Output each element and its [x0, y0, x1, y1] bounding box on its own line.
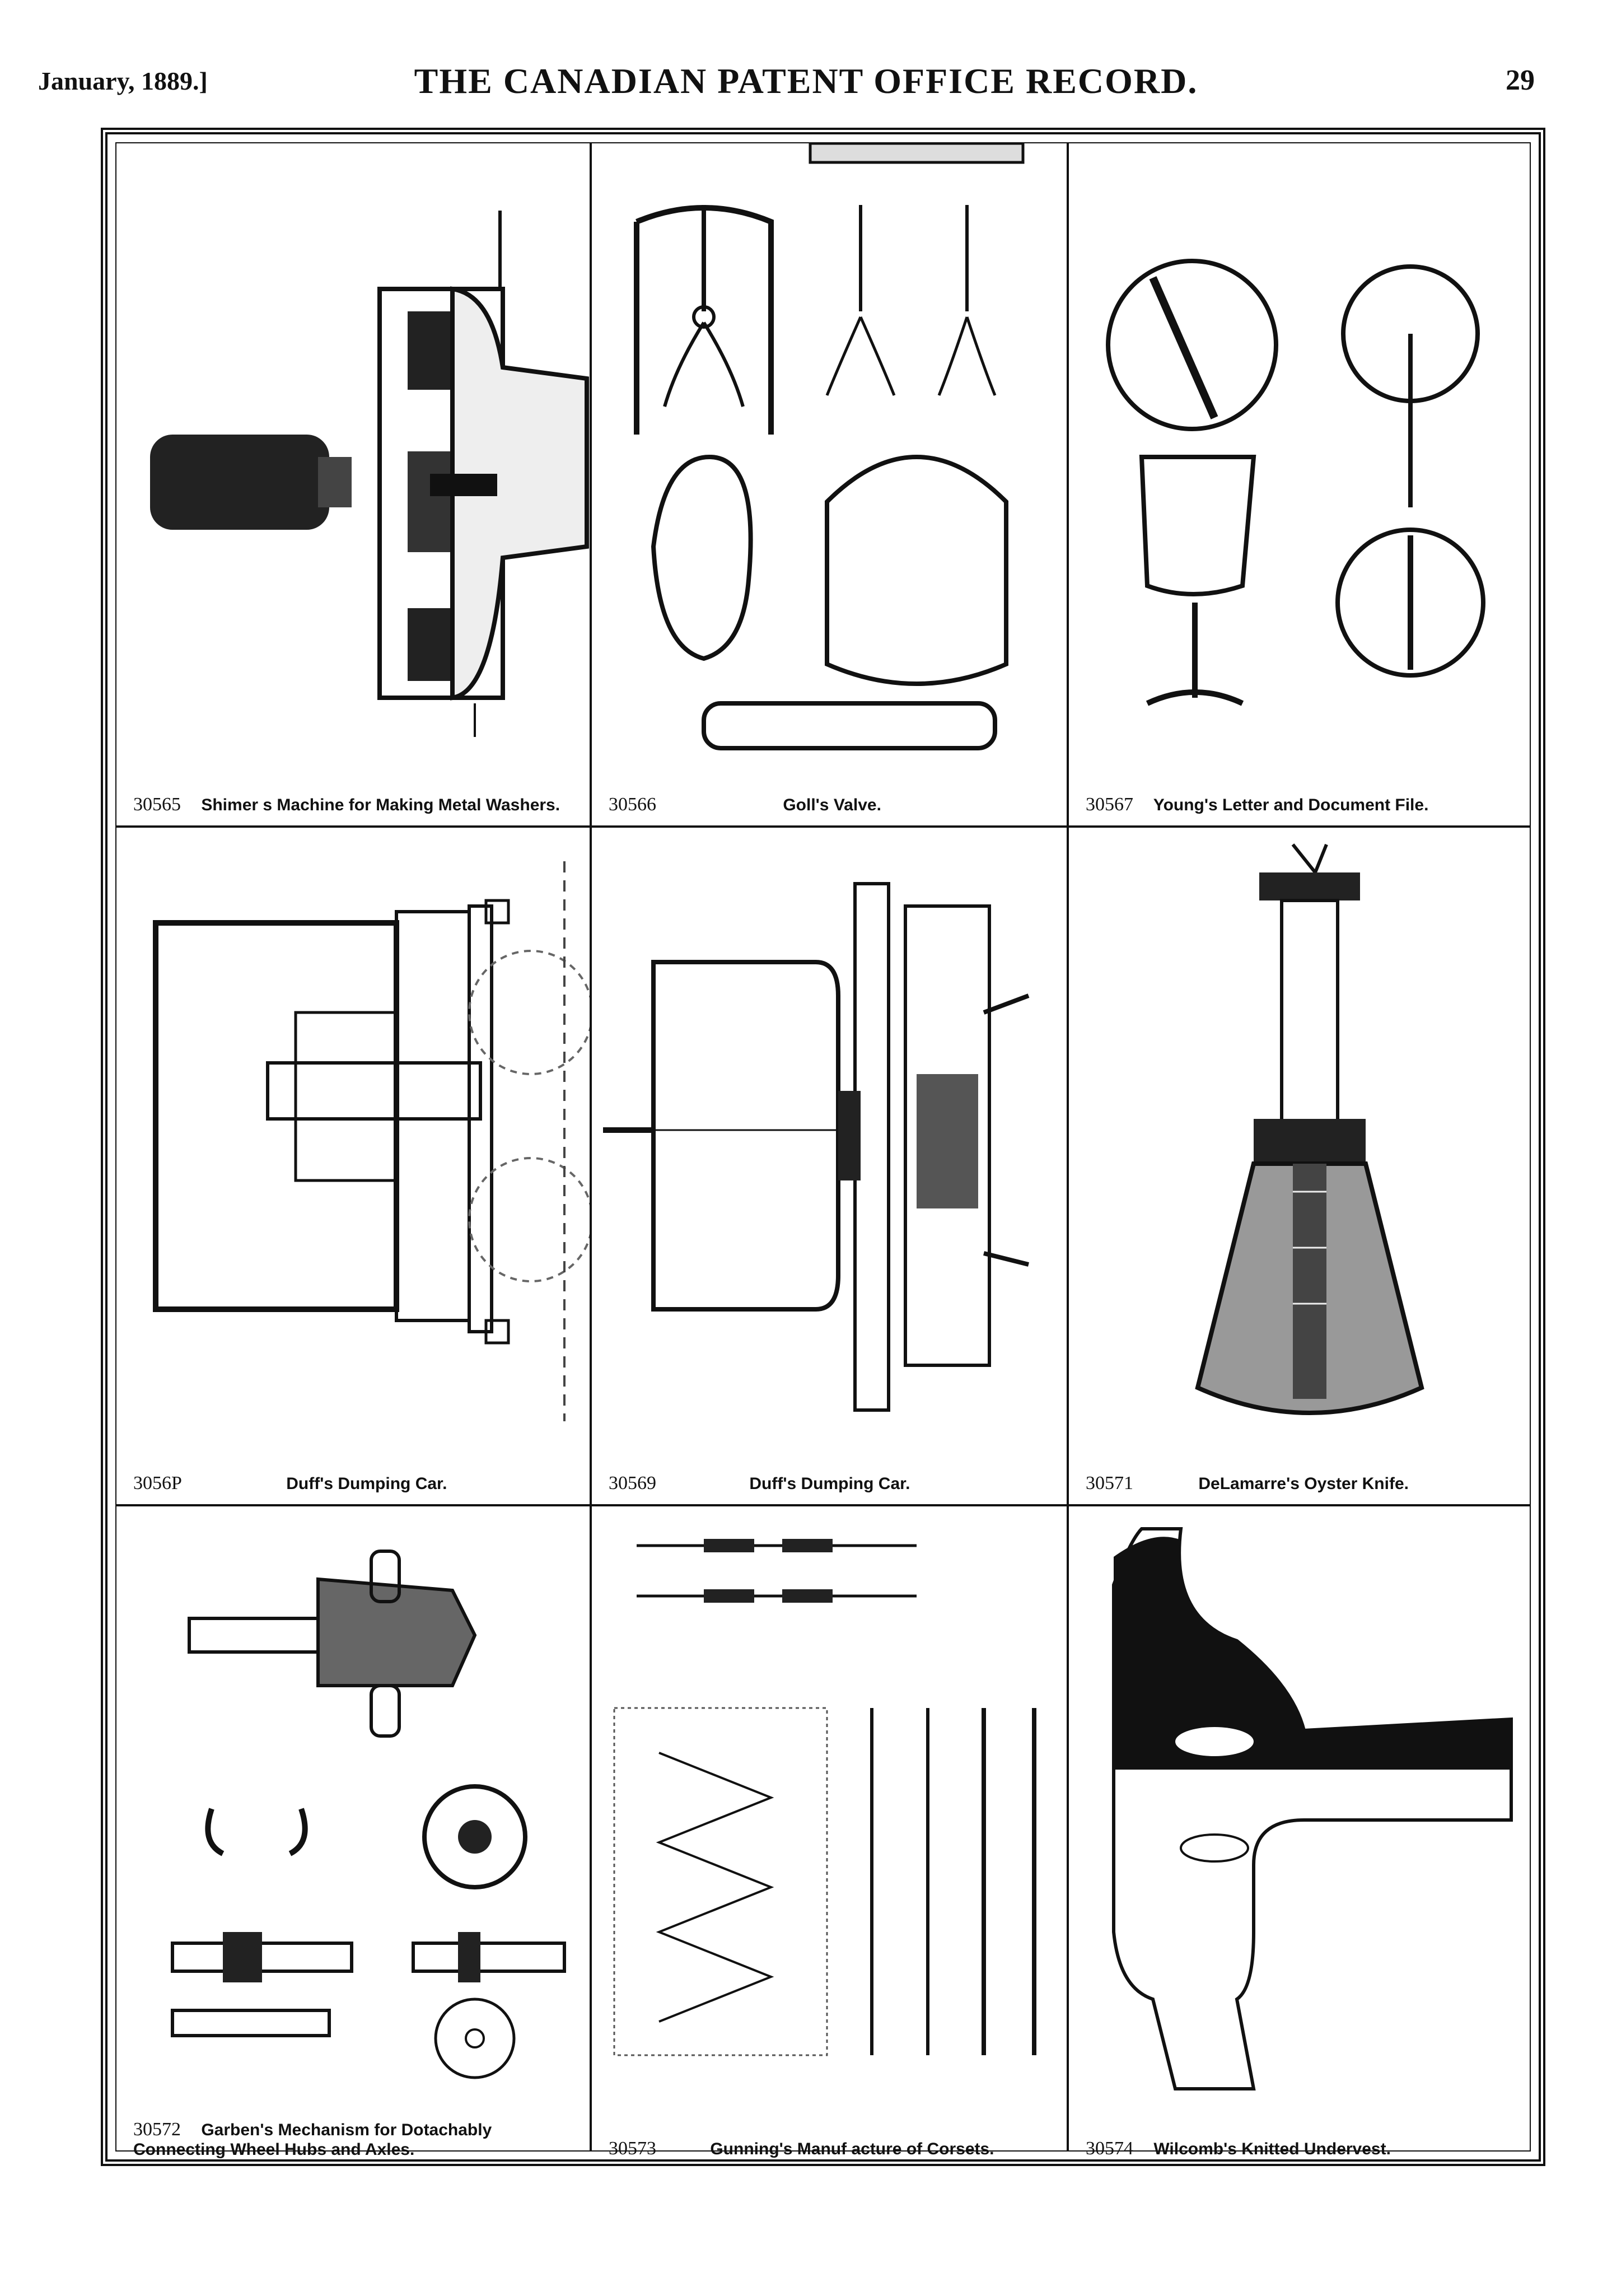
patent-title: Goll's Valve. — [783, 796, 881, 814]
oyster-knife-illustration — [1195, 843, 1424, 1415]
patent-number: 30571 — [1086, 1473, 1133, 1494]
publication-title: THE CANADIAN PATENT OFFICE RECORD. — [414, 61, 1198, 101]
issue-date: January, 1889.] — [38, 67, 208, 95]
patent-cell-30567: 30567 Young's Letter and Document File. — [1069, 143, 1545, 825]
undervest-illustration — [1112, 1527, 1513, 2090]
patent-number: 30567 — [1086, 794, 1133, 815]
valve-illustration — [634, 143, 1025, 750]
patent-number: 30572 — [133, 2119, 181, 2140]
patent-cell-30574: 30574 Wilcomb's Knitted Undervest. — [1069, 1506, 1545, 2169]
patent-title: Duff's Dumping Car. — [286, 1474, 447, 1493]
dumping-car-elevation-illustration — [603, 882, 1030, 1412]
patent-cell-3056P: 3056P Duff's Dumping Car. — [116, 828, 590, 1504]
patent-cell-30565: 30565 Shimer s Machine for Making Metal … — [116, 143, 590, 825]
patent-grid: 30565 Shimer s Machine for Making Metal … — [115, 142, 1531, 2159]
patent-caption: 30574 Wilcomb's Knitted Undervest. — [1086, 2138, 1528, 2159]
page-header: January, 1889.] THE CANADIAN PATENT OFFI… — [0, 0, 1612, 129]
grid-divider — [116, 825, 1530, 828]
patent-number: 30565 — [133, 794, 181, 815]
patent-title: Shimer s Machine for Making Metal Washer… — [201, 796, 560, 814]
patent-number: 30574 — [1086, 2138, 1133, 2159]
dumping-car-plan-illustration — [153, 861, 590, 1421]
patent-caption: 30573 Gunning's Manuf acture of Corsets. — [609, 2138, 1050, 2159]
patent-title: Gunning's Manuf acture of Corsets. — [710, 2140, 994, 2158]
patent-caption: 30565 Shimer s Machine for Making Metal … — [133, 794, 573, 815]
patent-caption: 3056P Duff's Dumping Car. — [133, 1473, 573, 1494]
patent-cell-30569: 30569 Duff's Dumping Car. — [592, 828, 1067, 1504]
washer-machine-illustration — [150, 211, 589, 737]
grid-divider — [116, 1504, 1530, 1506]
patent-caption: 30567 Young's Letter and Document File. — [1086, 794, 1528, 815]
patent-plate-frame: 30565 Shimer s Machine for Making Metal … — [101, 128, 1545, 2166]
patent-title: Duff's Dumping Car. — [749, 1474, 910, 1493]
corset-illustration — [613, 1539, 1036, 2056]
patent-number: 30573 — [609, 2138, 656, 2159]
patent-number: 3056P — [133, 1473, 182, 1494]
patent-cell-30571: 30571 DeLamarre's Oyster Knife. — [1069, 828, 1545, 1504]
grid-divider — [590, 143, 592, 2150]
patent-number: 30566 — [609, 794, 656, 815]
patent-title: Young's Letter and Document File. — [1153, 796, 1429, 814]
patent-title: Garben's Mechanism for Dotachably Connec… — [133, 2121, 492, 2159]
wheel-hub-illustration — [171, 1550, 566, 2079]
patent-caption: 30572 Garben's Mechanism for Dotachably … — [133, 2119, 573, 2159]
patent-cell-30572: 30572 Garben's Mechanism for Dotachably … — [116, 1506, 590, 2169]
patent-caption: 30571 DeLamarre's Oyster Knife. — [1086, 1473, 1528, 1494]
patent-title: Wilcomb's Knitted Undervest. — [1153, 2140, 1391, 2158]
patent-caption: 30566 Goll's Valve. — [609, 794, 1050, 815]
patent-cell-30573: 30573 Gunning's Manuf acture of Corsets. — [592, 1506, 1067, 2169]
page-number: 29 — [1506, 64, 1535, 96]
document-file-illustration — [1106, 259, 1485, 706]
patent-number: 30569 — [609, 1473, 656, 1494]
grid-divider — [1067, 143, 1069, 2150]
patent-title: DeLamarre's Oyster Knife. — [1198, 1474, 1409, 1493]
patent-cell-30566: 30566 Goll's Valve. — [592, 143, 1067, 825]
patent-caption: 30569 Duff's Dumping Car. — [609, 1473, 1050, 1494]
